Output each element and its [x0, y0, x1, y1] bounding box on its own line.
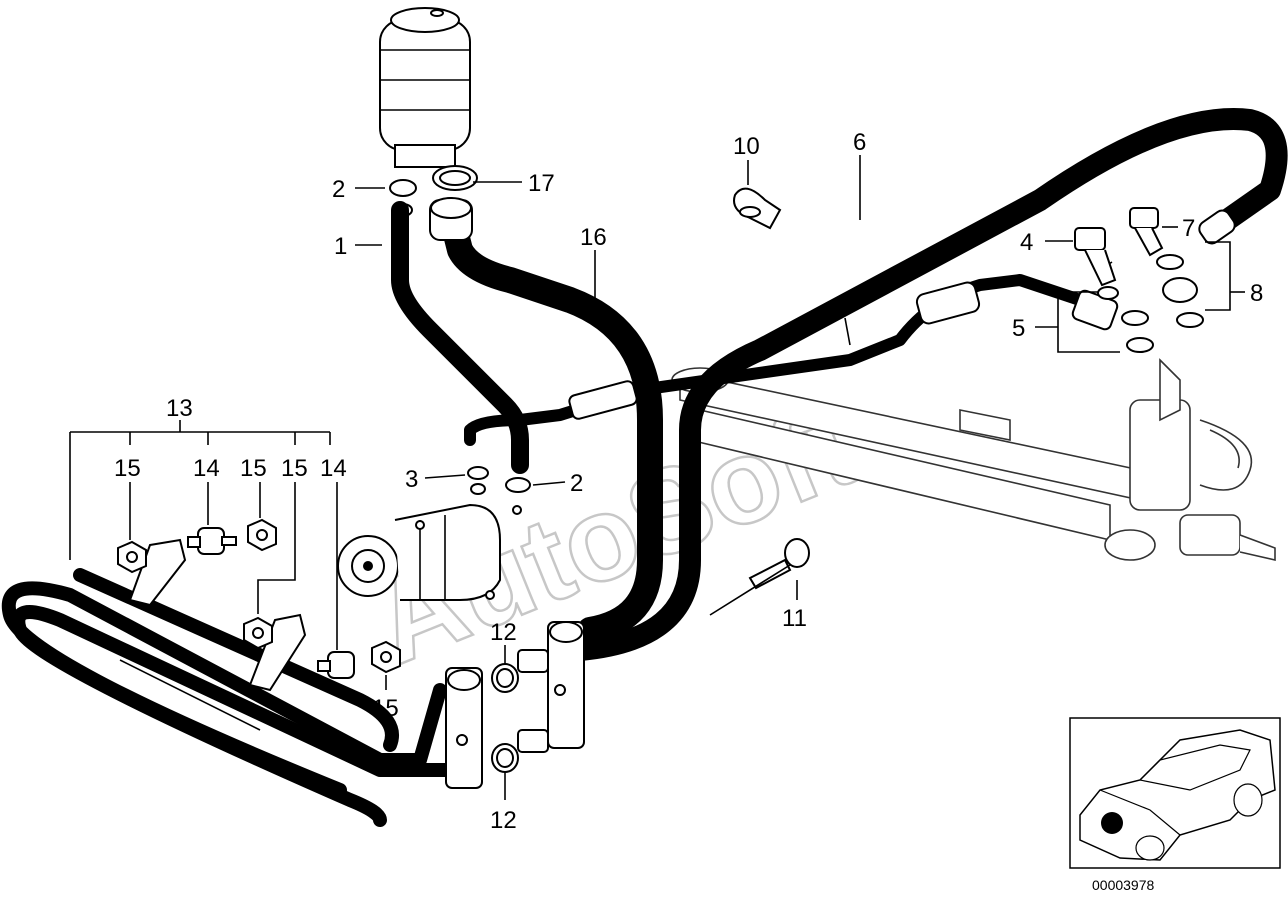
diagram-code: 00003978	[1092, 877, 1155, 893]
pressure-line-9-fittings	[568, 281, 1119, 420]
callout-12-top: 12	[490, 619, 517, 646]
callout-6: 6	[853, 129, 866, 156]
hose-clamp-2-pump	[505, 477, 531, 493]
callout-12-bottom: 12	[490, 807, 517, 834]
seal-rings-12	[491, 663, 519, 773]
callout-15-c: 15	[281, 455, 308, 482]
hex-nut-15d	[371, 640, 401, 674]
fluid-reservoir	[379, 7, 471, 168]
callout-2-pump: 2	[570, 470, 583, 497]
callout-10: 10	[733, 133, 760, 160]
callout-13: 13	[166, 395, 193, 422]
connector-fittings	[517, 649, 549, 753]
seal-rings-8	[1156, 254, 1204, 328]
callout-7: 7	[1182, 215, 1195, 242]
leader-lines	[69, 155, 1245, 800]
rubber-mount-14a	[187, 527, 237, 555]
callout-16: 16	[580, 224, 607, 251]
hose-clamp-17	[432, 165, 478, 191]
callout-11: 11	[782, 605, 807, 632]
hose-16-end	[429, 197, 473, 241]
rubber-mount-14b	[317, 651, 355, 679]
callout-4: 4	[1020, 229, 1033, 256]
callout-14-b: 14	[320, 455, 347, 482]
cooler-connection-block	[445, 621, 585, 789]
banjo-bolt-7	[1129, 207, 1164, 257]
seal-rings-5	[1097, 286, 1154, 353]
callout-15-b: 15	[240, 455, 267, 482]
bolt-11	[748, 538, 810, 590]
hose-6-fitting	[1198, 209, 1236, 245]
vehicle-location-inset	[1069, 717, 1281, 869]
callout-8: 8	[1250, 280, 1263, 307]
seal-ring-3	[467, 466, 489, 495]
callout-1: 1	[334, 233, 347, 260]
callout-17: 17	[528, 170, 555, 197]
banjo-bolt-4	[1074, 227, 1117, 287]
hex-nut-15a	[117, 540, 147, 574]
callout-9: 9	[835, 292, 848, 319]
hex-nut-15b	[247, 518, 277, 552]
hex-nut-15c	[243, 616, 273, 650]
callout-3: 3	[405, 466, 418, 493]
callouts: 2 17 1 16 10 6 4 7 8 5 9 3 2 13 15 14 15…	[114, 129, 1263, 834]
callout-14-a: 14	[193, 455, 220, 482]
hose-clip-10	[733, 187, 782, 230]
callout-15-d: 15	[372, 695, 399, 722]
power-steering-pump	[337, 503, 522, 601]
callout-2-top: 2	[332, 176, 345, 203]
callout-5: 5	[1012, 315, 1025, 342]
oil-cooler	[1, 538, 467, 827]
location-marker-dot	[1101, 812, 1123, 834]
callout-15-a: 15	[114, 455, 141, 482]
